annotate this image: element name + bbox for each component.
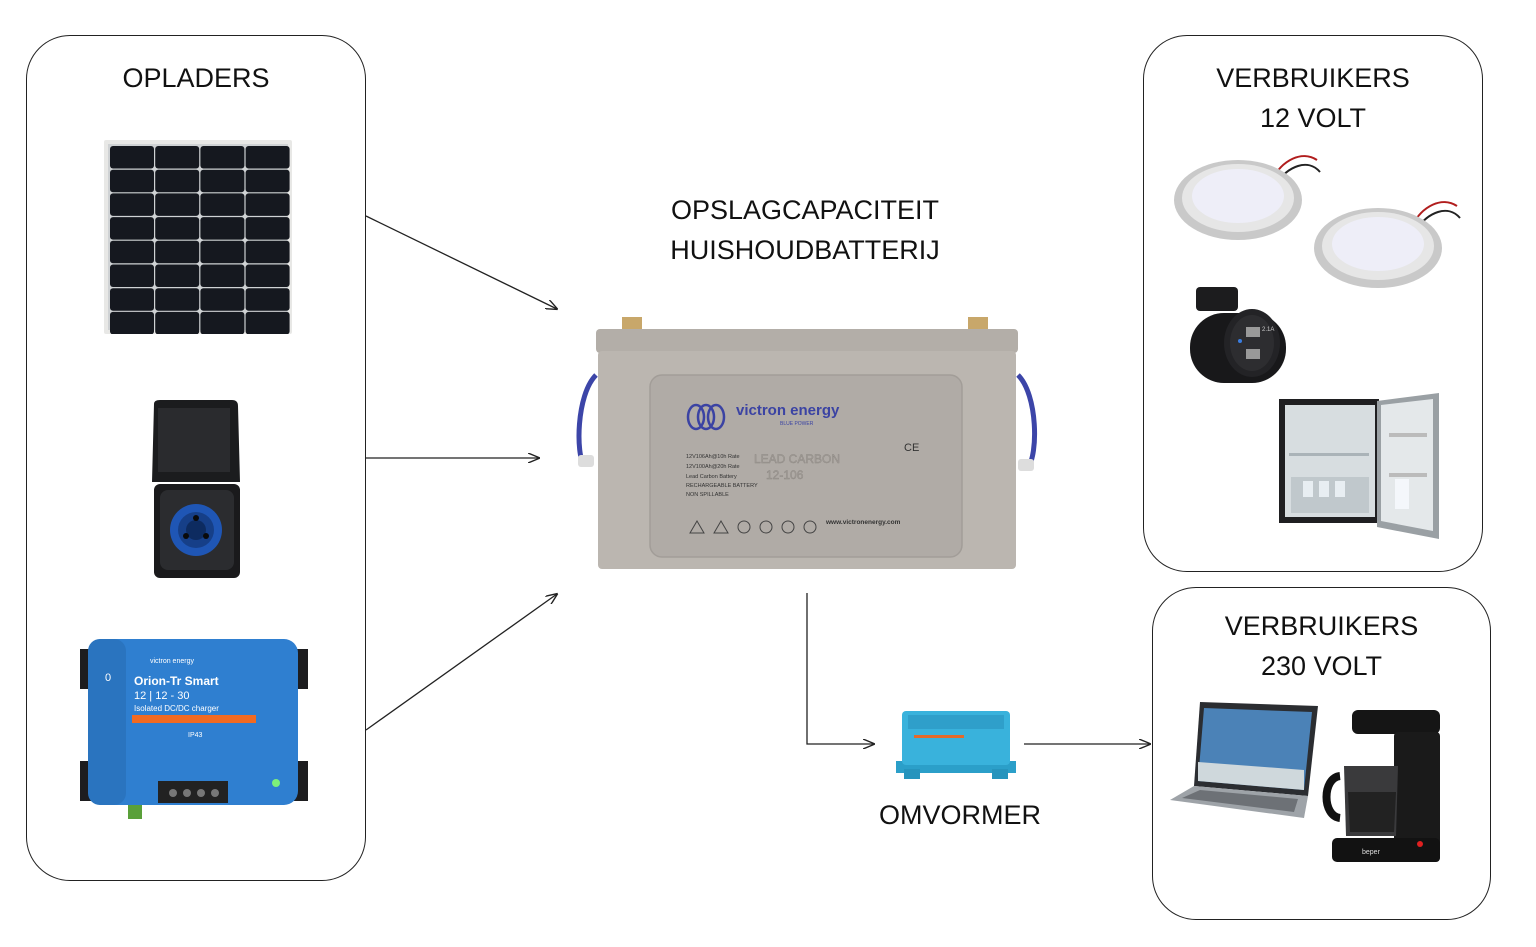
consumers-12v-title-line2: 12 VOLT — [1259, 103, 1367, 133]
dcdc-ip: IP43 — [188, 732, 203, 739]
usb-socket: 2.1A — [1188, 283, 1288, 387]
arrow-dcdc-to-battery — [365, 594, 557, 731]
consumers-12v-title: VERBRUIKERS 12 VOLT — [1143, 58, 1483, 138]
coffee-brand: beper — [1362, 849, 1381, 856]
consumers-230v-title-line2: 230 VOLT — [1260, 651, 1383, 681]
laptop — [1170, 700, 1322, 820]
battery-spec1: 12V106Ah@10h Rate — [686, 454, 740, 460]
arrow-battery-to-inverter — [806, 593, 874, 744]
inverter-title: OMVORMER — [879, 800, 1041, 830]
battery-spec2: 12V100Ah@20h Rate — [686, 464, 740, 470]
battery-website: www.victronenergy.com — [825, 519, 901, 526]
svg-text:0: 0 — [105, 672, 111, 684]
consumers-230v-title: VERBRUIKERS 230 VOLT — [1152, 606, 1491, 686]
battery-ce: CE — [904, 442, 919, 454]
chargers-title: OPLADERS — [122, 63, 270, 93]
fridge — [1277, 393, 1443, 543]
battery-spec5: NON SPILLABLE — [686, 492, 729, 498]
consumers-230v-title-line1: VERBRUIKERS — [1224, 611, 1419, 641]
storage-title-line1: OPSLAGCAPACITEIT — [670, 195, 940, 225]
shore-power-inlet — [148, 398, 244, 582]
dcdc-model: 12 | 12 - 30 — [134, 690, 189, 702]
battery-tagline: BLUE POWER — [780, 421, 814, 427]
storage-title-line2: HUISHOUDBATTERIJ — [670, 235, 940, 265]
battery-spec3: Lead Carbon Battery — [686, 474, 737, 480]
battery-type: LEAD CARBON — [754, 452, 840, 466]
led-ceiling-light-2 — [1312, 196, 1464, 294]
dcdc-charger: 0 victron energy Orion-Tr Smart 12 | 12 … — [80, 635, 310, 825]
inverter — [894, 707, 1018, 781]
storage-title: OPSLAGCAPACITEIT HUISHOUDBATTERIJ — [605, 190, 1005, 270]
coffee-maker: beper — [1322, 706, 1442, 866]
dcdc-brand: victron energy — [150, 658, 194, 665]
usb-rating: 2.1A — [1262, 327, 1274, 333]
led-ceiling-light-1 — [1172, 150, 1324, 246]
house-battery: victron energy BLUE POWER 12V106Ah@10h R… — [570, 315, 1045, 573]
battery-spec4: RECHARGEABLE BATTERY — [686, 483, 758, 489]
dcdc-desc: Isolated DC/DC charger — [134, 704, 219, 713]
battery-model: 12-106 — [766, 468, 804, 482]
consumers-12v-title-line1: VERBRUIKERS — [1216, 63, 1410, 93]
dcdc-name: Orion-Tr Smart — [134, 674, 219, 688]
arrow-solar-to-battery — [365, 215, 557, 309]
battery-brand: victron energy — [736, 402, 840, 419]
solar-panel — [104, 140, 292, 334]
